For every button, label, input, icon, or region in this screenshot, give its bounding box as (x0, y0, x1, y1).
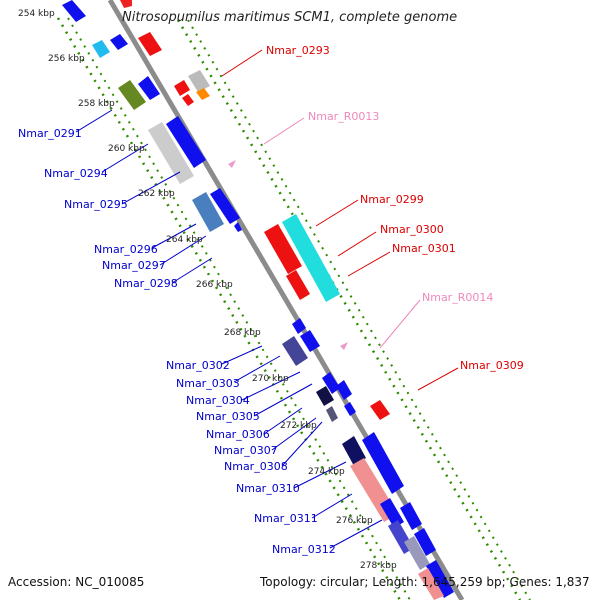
gene-feature (210, 188, 240, 224)
gene-feature (316, 386, 334, 406)
gene-feature (264, 224, 302, 274)
scale-label: 258 kbp (78, 99, 115, 109)
inner-tick-track (56, 17, 411, 600)
topology-value: circular (319, 575, 365, 589)
scale-label: 276 kbp (336, 516, 373, 526)
genome-backbone (107, 0, 465, 600)
scale-label: 264 kbp (166, 235, 203, 245)
gene-label[interactable]: Nmar_0297 (102, 259, 166, 272)
scale-label: 278 kbp (360, 561, 397, 571)
outer-tick-track (176, 19, 531, 600)
scale-label: 256 kbp (48, 54, 85, 64)
scale-label: 268 kbp (224, 328, 261, 338)
gene-feature (322, 372, 340, 394)
accession-label: Accession: (8, 575, 72, 589)
gene-feature (192, 192, 224, 232)
scale-label: 274 kbp (308, 467, 345, 477)
gene-feature (282, 336, 308, 366)
genome-summary: Topology: circular; Length: 1,645,259 bp… (260, 575, 590, 589)
gene-label[interactable]: Nmar_R0014 (422, 291, 494, 304)
gene-feature (342, 436, 366, 466)
gene-feature (138, 76, 160, 100)
label-leader-lines (75, 49, 459, 549)
gene-feature (234, 222, 242, 232)
gene-feature (400, 502, 422, 530)
gene-label[interactable]: Nmar_0299 (360, 193, 424, 206)
gene-label[interactable]: Nmar_0307 (214, 444, 278, 457)
gene-feature (344, 402, 356, 416)
gene-feature (404, 536, 430, 570)
scale-label: 254 kbp (18, 9, 55, 19)
gene-feature (196, 88, 210, 100)
gene-label[interactable]: Nmar_0305 (196, 410, 260, 423)
gene-feature (340, 342, 348, 350)
gene-label[interactable]: Nmar_0310 (236, 482, 300, 495)
gene-label[interactable]: Nmar_0304 (186, 394, 250, 407)
gene-feature (326, 406, 338, 422)
gene-label[interactable]: Nmar_0302 (166, 359, 230, 372)
gene-label[interactable]: Nmar_0303 (176, 377, 240, 390)
gene-feature (228, 160, 236, 168)
gene-feature (174, 80, 190, 96)
gene-label[interactable]: Nmar_0291 (18, 127, 82, 140)
scale-label: 270 kbp (252, 374, 289, 384)
topology-label: Topology: (260, 575, 317, 589)
gene-feature (292, 318, 306, 334)
gene-feature (92, 40, 110, 58)
gene-label[interactable]: Nmar_0301 (392, 242, 456, 255)
accession-info: Accession: NC_010085 (8, 575, 144, 589)
length-value: 1,645,259 bp (421, 575, 502, 589)
gene-feature (418, 568, 444, 600)
scale-label: 262 kbp (138, 189, 175, 199)
map-title: Nitrosopumilus maritimus SCM1, complete … (122, 10, 458, 25)
gene-feature (336, 380, 352, 400)
gene-feature (414, 528, 436, 556)
gene-feature (370, 400, 390, 420)
gene-label[interactable]: Nmar_0306 (206, 428, 270, 441)
scale-label: 266 kbp (196, 280, 233, 290)
gene-label[interactable]: Nmar_0300 (380, 223, 444, 236)
gene-label[interactable]: Nmar_0295 (64, 198, 128, 211)
gene-feature (362, 432, 404, 494)
gene-feature (286, 270, 310, 300)
reverse-gene-features (120, 0, 390, 420)
gene-feature (148, 122, 194, 184)
gene-feature (166, 116, 206, 168)
gene-label[interactable]: Nmar_0311 (254, 512, 318, 525)
gene-label[interactable]: Nmar_0298 (114, 277, 178, 290)
gene-feature (188, 70, 210, 92)
gene-feature (118, 80, 146, 110)
forward-gene-features (62, 0, 454, 600)
gene-label[interactable]: Nmar_R0013 (308, 110, 380, 123)
gene-label[interactable]: Nmar_0308 (224, 460, 288, 473)
gene-label[interactable]: Nmar_0309 (460, 359, 524, 372)
gene-feature (282, 214, 340, 302)
gene-feature (120, 0, 132, 8)
gene-feature (182, 94, 194, 106)
gene-feature (62, 0, 86, 22)
gene-label[interactable]: Nmar_0312 (272, 543, 336, 556)
gene-label[interactable]: Nmar_0293 (266, 44, 330, 57)
accession-value: NC_010085 (75, 575, 145, 589)
length-label: Length: (372, 575, 418, 589)
genes-value: 1,837 (555, 575, 590, 589)
gene-feature (426, 560, 454, 598)
gene-feature (300, 330, 320, 352)
scale-label: 272 kbp (280, 421, 317, 431)
gene-label[interactable]: Nmar_0296 (94, 243, 158, 256)
gene-feature (110, 34, 128, 50)
gene-feature (138, 32, 162, 56)
gene-label[interactable]: Nmar_0294 (44, 167, 108, 180)
scale-label: 260 kbp (108, 144, 145, 154)
genes-label: Genes: (509, 575, 552, 589)
